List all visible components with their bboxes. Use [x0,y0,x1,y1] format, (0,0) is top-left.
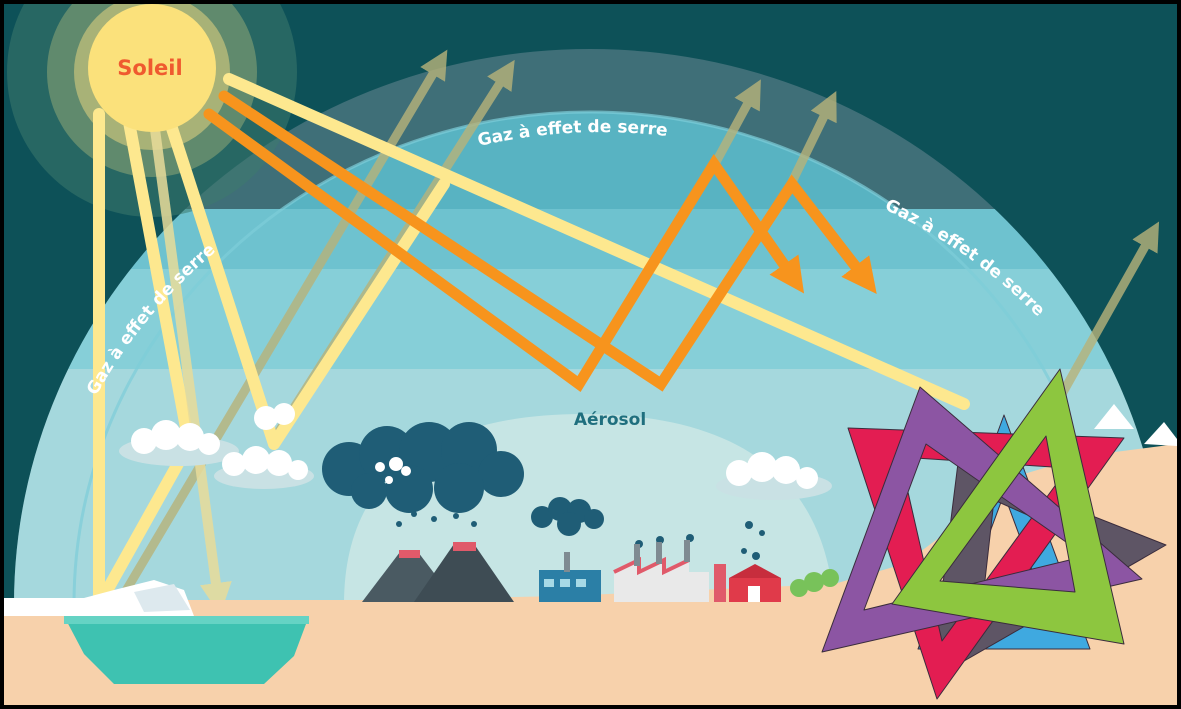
cloud-left [119,420,239,466]
solar-ray-ocean [149,121,232,615]
infrared-ray-2 [218,90,877,392]
mountain-snow-2 [1144,422,1177,446]
cloud-right [716,452,832,500]
solar-ray-far [223,73,970,410]
cloud-mid [214,446,314,489]
outgoing-ray-4 [787,91,837,187]
atmosphere-outer-edge [72,110,1108,605]
factory-middle [613,540,709,602]
interlocking-triangles-logo [821,368,1167,700]
factory-left [539,552,601,602]
aerosol-label: Aérosol [574,410,646,430]
solar-ray-cloud-right [163,113,450,450]
cloud-volcano-highlights [375,457,411,484]
ice-shelf-shadow [134,584,190,612]
sun [88,4,216,132]
volcano-right [414,544,514,602]
green-bushes [790,569,839,597]
ocean-surface [64,616,309,624]
logo-triangle-green [891,368,1125,645]
diagram-canvas: Soleil Gaz à effet de serre Gaz à effet … [4,4,1177,705]
atmosphere-band-low [14,269,1166,369]
outgoing-ray-3 [711,79,761,167]
dark-cloud-factory [531,497,604,536]
ground [4,444,1177,616]
mountain-snow-1 [1094,404,1134,429]
outgoing-ray-5 [1057,221,1160,399]
farm-buildings [714,564,781,602]
volcano-right-lava [453,542,476,551]
infrared-rays [203,90,877,392]
infrared-ray-1 [203,108,805,392]
ocean [64,616,309,684]
cloud-small [254,403,295,430]
sun-label: Soleil [117,56,182,80]
volcano-left-lava [399,550,420,558]
